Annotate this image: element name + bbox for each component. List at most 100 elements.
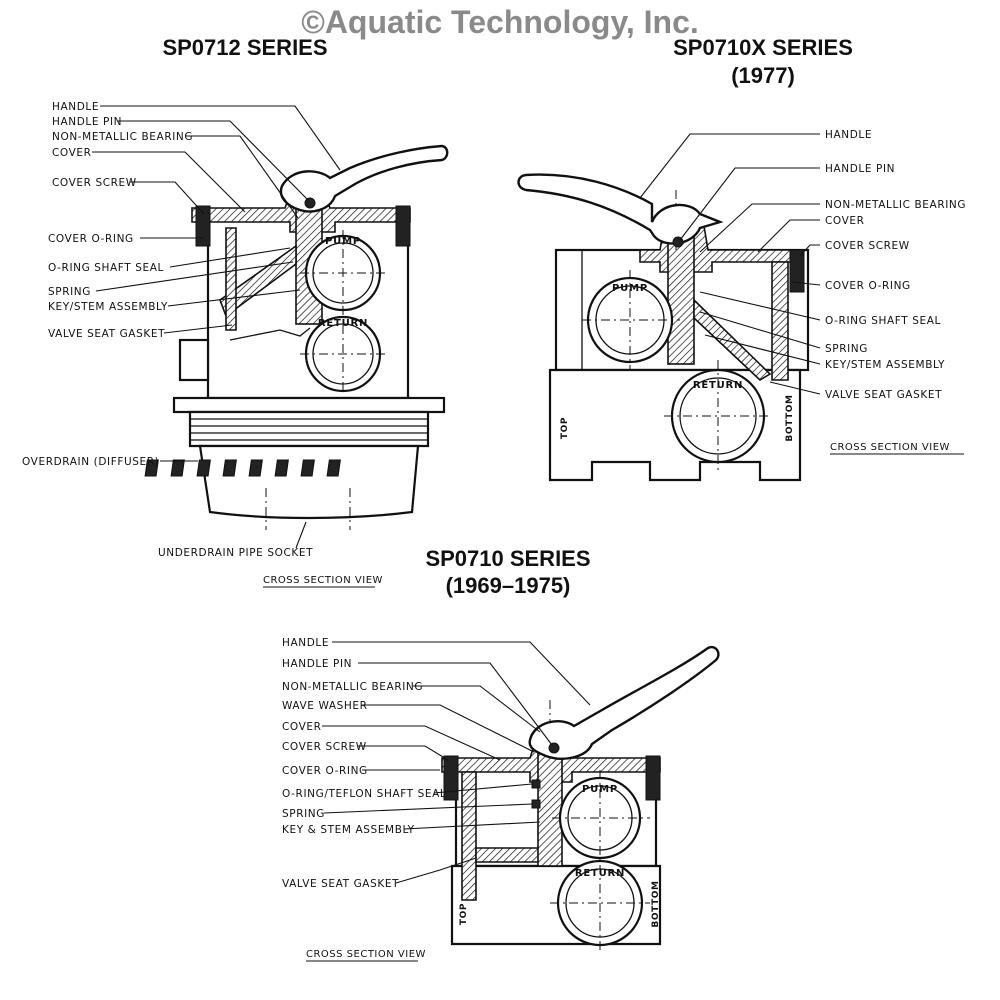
sp0712-label-cover: COVER	[52, 147, 92, 159]
sp0712-thread-section	[188, 410, 430, 448]
sp0712-diffuser-slot	[170, 459, 185, 477]
sp0710x-label-spring: SPRING	[825, 343, 868, 355]
sp0710-leader-line	[322, 725, 501, 761]
sp0710-label-handle-pin: HANDLE PIN	[282, 658, 352, 670]
sp0710x-leader-line	[791, 281, 821, 286]
sp0712-leader-line	[92, 151, 246, 213]
sp0710-seal-ring	[531, 779, 541, 789]
sp0710-cover-screw-right	[645, 755, 661, 801]
sp0712-label-o-ring-shaft-seal: O-RING SHAFT SEAL	[48, 262, 164, 274]
sp0710x-leader-line	[757, 219, 820, 253]
sp0710x-leader-line	[699, 291, 821, 321]
sp0712-handle	[279, 144, 449, 213]
sp0712-leader-line	[295, 521, 307, 549]
sp0710-top-label: TOP	[459, 903, 469, 925]
sp0710-label-non-metallic-bearing: NON-METALLIC BEARING	[282, 681, 423, 693]
sp0712-diffuser-slot	[326, 459, 341, 477]
sp0712-cover-screw-left	[195, 205, 211, 247]
sp0712-label-cover-screw: COVER SCREW	[52, 177, 137, 189]
sp0712-inner-wall	[225, 227, 237, 331]
sp0712-leader-line	[118, 120, 309, 201]
sp0712-break-line	[229, 327, 311, 341]
sp0710-leader-line	[358, 745, 449, 761]
sp0710x-label-cover: COVER	[825, 215, 865, 227]
sp0710-seal-ring	[531, 799, 541, 809]
sp0710-drawing: PUMP RETURN TOP BOTTOM	[441, 645, 720, 950]
sp0710x-key	[693, 298, 772, 381]
sp0712-diffuser-slot	[196, 459, 211, 477]
sp0712-label-non-metallic-bearing: NON-METALLIC BEARING	[52, 131, 193, 143]
sp0710x-leader-line	[699, 311, 821, 349]
sp0712-label-spring: SPRING	[48, 286, 91, 298]
sp0710-cover-screw-left	[443, 755, 459, 801]
sp0710-bottom-label: BOTTOM	[651, 880, 661, 927]
sp0710-handle-pin	[548, 742, 560, 754]
sp0710x-cover-screw	[789, 249, 805, 293]
sp0712-caption: CROSS SECTION VIEW	[263, 575, 383, 586]
sp0710-title: SP0710 SERIES	[425, 546, 590, 571]
sp0712-labels: HANDLE HANDLE PIN NON-METALLIC BEARING C…	[22, 101, 383, 588]
sp0712-label-handle-pin: HANDLE PIN	[52, 116, 122, 128]
sp0710-label-cover-o-ring: COVER O-RING	[282, 765, 368, 777]
sp0710x-handle	[517, 173, 724, 245]
copyright-notice: ©Aquatic Technology, Inc.	[301, 4, 699, 40]
sp0710x-leader-line	[699, 203, 820, 253]
sp0712-diffuser-slot	[144, 459, 159, 477]
sp0712-leader-line	[167, 289, 301, 307]
sp0710-label-spring: SPRING	[282, 808, 325, 820]
sp0710x-leader-line	[799, 244, 820, 257]
sp0710x-label-handle-pin: HANDLE PIN	[825, 163, 895, 175]
sp0712-leader-line	[169, 247, 291, 268]
sp0712-leader-line	[163, 324, 233, 334]
sp0712-cover-screw-right	[395, 205, 411, 247]
sp0710x-caption: CROSS SECTION VIEW	[830, 442, 950, 453]
sp0712-side-fitting	[178, 338, 210, 382]
sp0712-diffuser-slot	[248, 459, 263, 477]
sp0710-leader-line	[395, 857, 477, 884]
sp0712-diffuser-slot	[222, 459, 237, 477]
sp0710-label-cover-screw: COVER SCREW	[282, 741, 367, 753]
sp0710x-year: (1977)	[731, 63, 795, 88]
sp0712-label-handle: HANDLE	[52, 101, 99, 113]
sp0710x-right-wall	[771, 261, 789, 381]
sp0710x-drawing: PUMP RETURN TOP BOTTOM	[517, 173, 810, 482]
sp0710x-body-rib	[555, 249, 583, 371]
sp0710x-title: SP0710X SERIES	[673, 35, 853, 60]
sp0710x-label-key-stem-assembly: KEY/STEM ASSEMBLY	[825, 359, 945, 371]
sp0712-leader-line	[100, 105, 341, 171]
sp0712-key	[219, 244, 297, 318]
sp0710-left-wall	[461, 771, 477, 901]
sp0710x-label-non-metallic-bearing: NON-METALLIC BEARING	[825, 199, 966, 211]
sp0710x-leader-line	[704, 334, 821, 365]
sp0712-diffuser-slot	[300, 459, 315, 477]
sp0710x-label-cover-o-ring: COVER O-RING	[825, 280, 911, 292]
sp0710-label-wave-washer: WAVE WASHER	[282, 700, 368, 712]
sp0712-leader-line	[130, 181, 205, 215]
sp0710-handle	[528, 645, 720, 760]
sp0710-label-key-stem-assembly: KEY & STEM ASSEMBLY	[282, 824, 415, 836]
sp0710x-pump-label: PUMP	[612, 283, 648, 294]
sp0712-label-underdrain-pipe-socket: UNDERDRAIN PIPE SOCKET	[158, 547, 313, 559]
sp0712-leader-line	[186, 135, 299, 219]
sp0710-labels: HANDLE HANDLE PIN NON-METALLIC BEARING W…	[282, 637, 591, 962]
sp0710-year: (1969–1975)	[446, 573, 571, 598]
sp0710-label-cover: COVER	[282, 721, 322, 733]
sp0712-label-key-stem-assembly: KEY/STEM ASSEMBLY	[48, 301, 168, 313]
sp0710-leader-line	[403, 821, 541, 830]
sp0712-label-cover-o-ring: COVER O-RING	[48, 233, 134, 245]
sp0712-handle-pin	[304, 197, 316, 209]
sp0710-leader-line	[358, 662, 553, 746]
sp0710x-leader-line	[679, 167, 820, 241]
sp0712-title: SP0712 SERIES	[162, 35, 327, 60]
sp0710x-label-handle: HANDLE	[825, 129, 872, 141]
sp0710x-bottom-label: BOTTOM	[785, 394, 795, 441]
sp0712-diffuser-slot	[274, 459, 289, 477]
sp0710-label-handle: HANDLE	[282, 637, 329, 649]
sp0710-leader-line	[433, 783, 533, 794]
sp0710x-return-port-inner	[679, 377, 757, 455]
sp0712-return-label: RETURN	[318, 318, 368, 329]
sp0710x-labels: HANDLE HANDLE PIN NON-METALLIC BEARING C…	[639, 129, 966, 455]
sp0710-label-valve-seat-gasket: VALVE SEAT GASKET	[282, 878, 399, 890]
sp0710-caption: CROSS SECTION VIEW	[306, 949, 426, 960]
